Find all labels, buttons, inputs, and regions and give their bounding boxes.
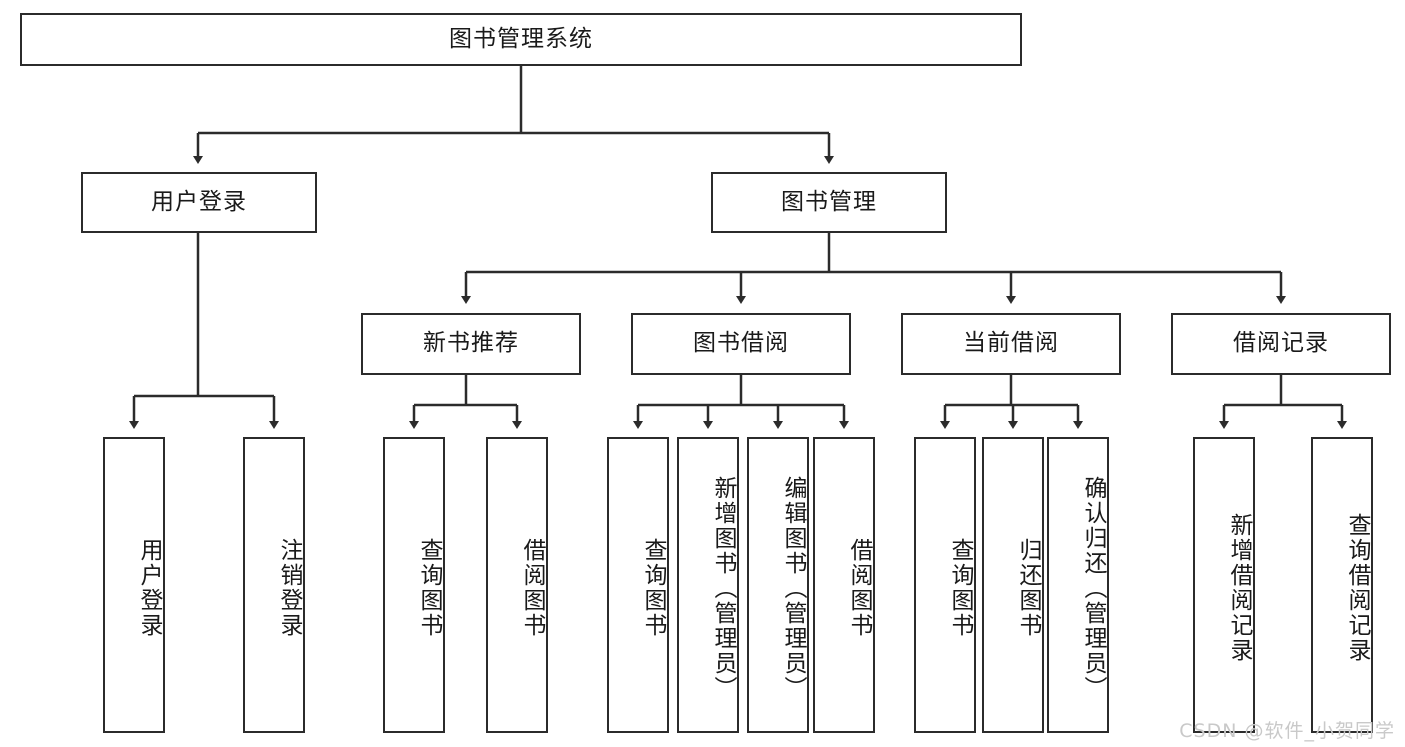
watermark: CSDN @软件_小贺同学 — [1179, 720, 1395, 742]
node-book-management[interactable]: 图书管理 — [711, 172, 947, 233]
node-leaf-user-login[interactable]: 用户登录 — [103, 437, 165, 733]
node-leaf-query-book-2-label: 查询图书 — [640, 538, 666, 638]
node-leaf-logout-login-label: 注销登录 — [276, 538, 302, 638]
node-leaf-add-borrow-record[interactable]: 新增借阅记录 — [1193, 437, 1255, 733]
node-book-borrow-label: 图书借阅 — [693, 330, 789, 357]
node-root-title-label: 图书管理系统 — [449, 25, 593, 52]
node-leaf-borrow-book-1-label: 借阅图书 — [519, 538, 545, 638]
node-book-management-label: 图书管理 — [781, 188, 877, 215]
node-leaf-confirm-return-admin-label: 确认归还（管理员） — [1080, 475, 1106, 701]
node-leaf-query-borrow-record-label: 查询借阅记录 — [1344, 513, 1370, 663]
node-leaf-logout-login[interactable]: 注销登录 — [243, 437, 305, 733]
node-leaf-add-book-admin[interactable]: 新增图书（管理员） — [677, 437, 739, 733]
node-leaf-add-book-admin-label: 新增图书（管理员） — [710, 475, 736, 701]
node-leaf-query-borrow-record[interactable]: 查询借阅记录 — [1311, 437, 1373, 733]
node-leaf-borrow-book-2[interactable]: 借阅图书 — [813, 437, 875, 733]
node-current-borrow[interactable]: 当前借阅 — [901, 313, 1121, 375]
node-new-book-recommend-label: 新书推荐 — [423, 330, 519, 357]
node-leaf-query-book-1-label: 查询图书 — [416, 538, 442, 638]
node-user-login-label: 用户登录 — [151, 188, 247, 215]
node-leaf-query-book-1[interactable]: 查询图书 — [383, 437, 445, 733]
node-leaf-return-book[interactable]: 归还图书 — [982, 437, 1044, 733]
node-root-title[interactable]: 图书管理系统 — [20, 13, 1022, 66]
node-leaf-edit-book-admin[interactable]: 编辑图书（管理员） — [747, 437, 809, 733]
node-leaf-query-book-3[interactable]: 查询图书 — [914, 437, 976, 733]
node-leaf-return-book-label: 归还图书 — [1015, 538, 1041, 638]
node-leaf-borrow-book-2-label: 借阅图书 — [846, 538, 872, 638]
node-leaf-confirm-return-admin[interactable]: 确认归还（管理员） — [1047, 437, 1109, 733]
node-leaf-user-login-label: 用户登录 — [136, 538, 162, 638]
node-leaf-edit-book-admin-label: 编辑图书（管理员） — [780, 475, 806, 701]
node-borrow-record-label: 借阅记录 — [1233, 330, 1329, 357]
node-leaf-query-book-2[interactable]: 查询图书 — [607, 437, 669, 733]
node-user-login[interactable]: 用户登录 — [81, 172, 317, 233]
node-current-borrow-label: 当前借阅 — [963, 330, 1059, 357]
node-book-borrow[interactable]: 图书借阅 — [631, 313, 851, 375]
node-leaf-query-book-3-label: 查询图书 — [947, 538, 973, 638]
node-borrow-record[interactable]: 借阅记录 — [1171, 313, 1391, 375]
node-new-book-recommend[interactable]: 新书推荐 — [361, 313, 581, 375]
node-leaf-add-borrow-record-label: 新增借阅记录 — [1226, 513, 1252, 663]
node-leaf-borrow-book-1[interactable]: 借阅图书 — [486, 437, 548, 733]
